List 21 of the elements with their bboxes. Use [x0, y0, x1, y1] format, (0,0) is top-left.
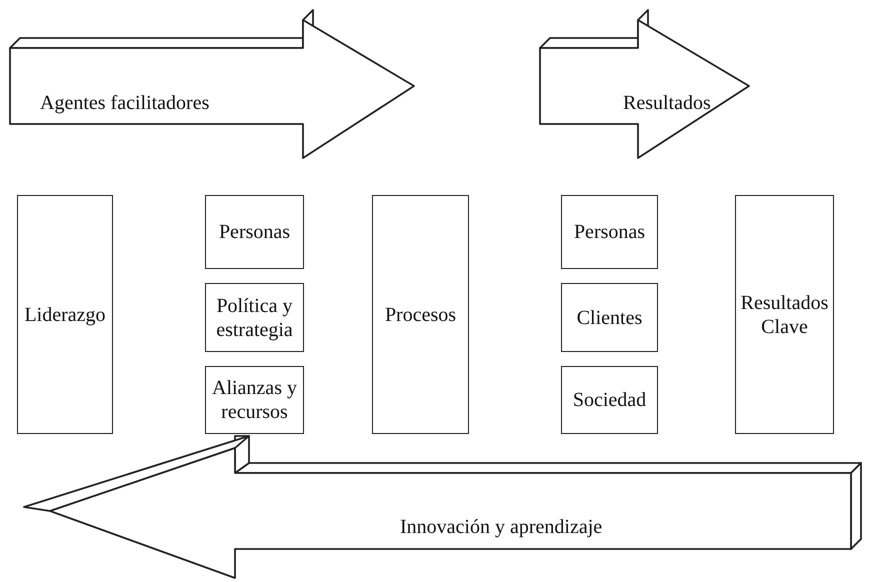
- criterion-label: Alianzas y recursos: [211, 376, 298, 424]
- model-criterion-box: [561, 283, 658, 352]
- model-criterion-box: [17, 195, 113, 434]
- model-criterion-box: [735, 195, 834, 434]
- model-criterion-box: [561, 366, 658, 434]
- criterion-label: Liderazgo: [23, 302, 107, 326]
- arrow-label: Resultados: [623, 92, 711, 115]
- model-criterion-box: [205, 283, 304, 352]
- criterion-label: Sociedad: [572, 388, 648, 412]
- criterion-label: Procesos: [384, 302, 458, 326]
- criterion-label: Política y estrategia: [215, 294, 294, 342]
- criterion-label: Personas: [218, 220, 292, 244]
- model-criterion-box: [205, 366, 304, 434]
- arrow-label: Agentes facilitadores: [40, 92, 210, 115]
- model-criterion-box: [561, 195, 658, 269]
- arrow-label: Innovación y aprendizaje: [400, 516, 602, 539]
- model-criterion-box: [205, 195, 304, 269]
- criterion-label: Resultados Clave: [740, 290, 830, 338]
- criterion-label: Clientes: [576, 306, 644, 330]
- criterion-label: Personas: [572, 220, 646, 244]
- model-criterion-box: [372, 195, 469, 434]
